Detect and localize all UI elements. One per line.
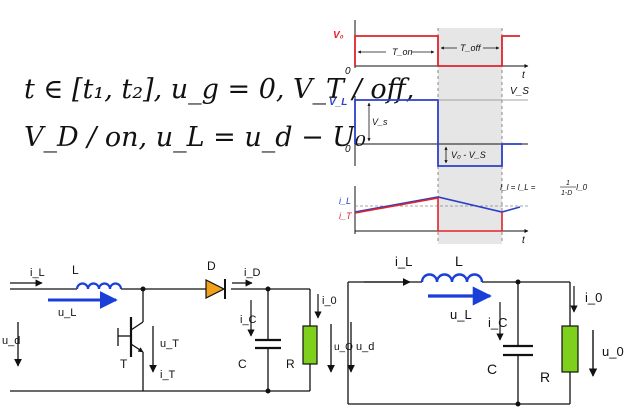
eq-capacitor-label: C <box>487 361 497 377</box>
eq-inductor <box>420 273 484 283</box>
t-on-label: T_on <box>392 47 413 57</box>
vs-amplitude-label: V_s <box>372 117 388 127</box>
vl-waveform: V_L 0 V_s V₀ - V_S <box>329 96 528 167</box>
it-label: i_T <box>160 369 176 381</box>
eq-u0-label: u_0 <box>602 344 624 359</box>
v0-label: V₀ <box>333 30 344 41</box>
resistor <box>302 325 318 365</box>
it-label: i_T <box>339 211 353 221</box>
current-waveform: i_L i_T I_l = I_L = 1 1-D I_0 t <box>339 180 588 246</box>
ut-label: u_T <box>160 338 179 350</box>
vs-reference-label: V_S <box>510 86 529 97</box>
il-label: i_L <box>339 196 351 206</box>
uo-label: u_O <box>334 342 353 353</box>
eq-inductor-label: L <box>455 253 463 269</box>
il-formula-num: 1 <box>566 180 570 187</box>
equation-line-2: V_D / on, u_L = u_d − U₀ <box>24 122 366 153</box>
id-label: i_D <box>244 267 261 279</box>
inductor-label: L <box>72 263 79 277</box>
ud-right-label: u_d <box>356 341 374 353</box>
transistor-label: T <box>120 357 128 371</box>
il-formula-den: 1-D <box>561 190 572 197</box>
vl-pulse <box>354 99 522 167</box>
il-formula-rhs: I_0 <box>576 183 588 192</box>
v0-origin: 0 <box>345 66 351 77</box>
eq-ul-label: u_L <box>450 307 472 322</box>
waveform-panel: V₀ 0 T_on T_off t V_S V_L 0 V_s <box>329 20 588 246</box>
resistor-label: R <box>286 357 295 371</box>
eq-il-label: i_L <box>395 254 412 269</box>
t-off-label: T_off <box>460 43 482 53</box>
v0-t-axis-label: t <box>522 70 526 81</box>
il-formula: I_l = I_L = <box>500 183 536 192</box>
eq-ic-label: i_C <box>488 315 508 330</box>
v0-waveform: V₀ 0 T_on T_off t V_S <box>333 20 529 97</box>
diode <box>205 279 226 299</box>
inductor <box>75 282 123 290</box>
il-label: i_L <box>30 267 45 279</box>
ud-label: u_d <box>2 335 20 347</box>
v0-pulse <box>354 35 520 67</box>
eq-resistor <box>561 325 579 373</box>
equivalent-circuit: i_L L u_L i_C C R i_0 u_0 <box>347 253 624 407</box>
vl-origin: 0 <box>345 144 351 155</box>
i0-label: i_0 <box>322 295 337 307</box>
it-current <box>354 197 503 232</box>
eq-resistor-label: R <box>540 369 550 385</box>
off-period-shade <box>438 28 502 244</box>
v0-minus-vs-label: V₀ - V_S <box>451 150 486 160</box>
capacitor-label: C <box>238 357 247 371</box>
ic-label: i_C <box>240 314 257 326</box>
diode-label: D <box>207 259 216 273</box>
vl-label: V_L <box>329 97 347 108</box>
il-ripple <box>354 196 521 213</box>
ul-label: u_L <box>58 307 76 319</box>
eq-i0-label: i_0 <box>585 290 602 305</box>
transistor-emitter <box>130 343 144 353</box>
equation-line-1: t ∈ [t₁, t₂], u_g = 0, V_T / off, <box>24 74 415 105</box>
boost-circuit: i_L L u_L u_d T u_T i_T D <box>2 259 374 394</box>
i-t-axis-label: t <box>522 235 526 246</box>
